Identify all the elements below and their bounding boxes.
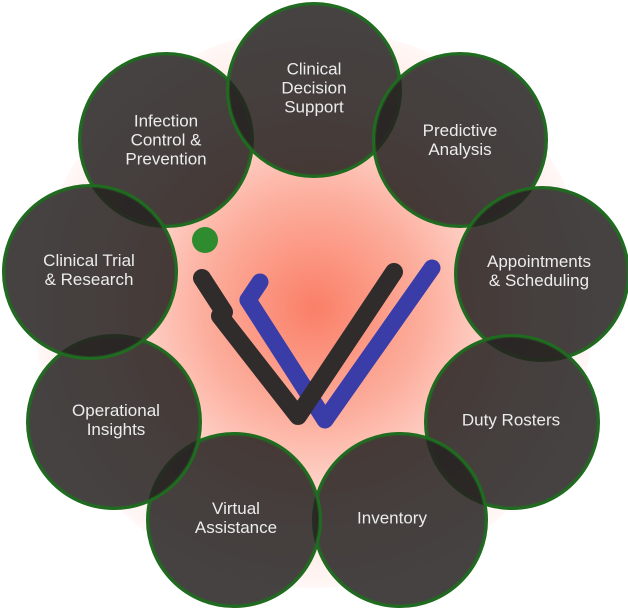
logo-blue-v	[239, 259, 441, 429]
label-virtual-assistance: Virtual Assistance	[194, 499, 278, 537]
node-clinical-trial-research	[2, 184, 178, 360]
label-operational-insights: Operational Insights	[72, 401, 160, 439]
label-clinical-decision-support: Clinical Decision Support	[281, 59, 347, 117]
label-clinical-trial-research: Clinical Trial & Research	[43, 251, 135, 289]
logo-dark-v	[193, 263, 403, 425]
label-inventory: Inventory	[357, 508, 427, 528]
center-logo	[192, 227, 441, 429]
node-appointments-scheduling	[454, 186, 628, 362]
logo-green-dot	[192, 227, 218, 253]
label-duty-rosters: Duty Rosters	[461, 410, 561, 430]
label-infection-control-prevention: Infection Control & Prevention	[125, 111, 207, 169]
logo-blue-tick	[239, 273, 269, 309]
label-predictive-analysis: Predictive Analysis	[422, 121, 498, 159]
label-appointments-scheduling: Appointments & Scheduling	[487, 252, 591, 290]
